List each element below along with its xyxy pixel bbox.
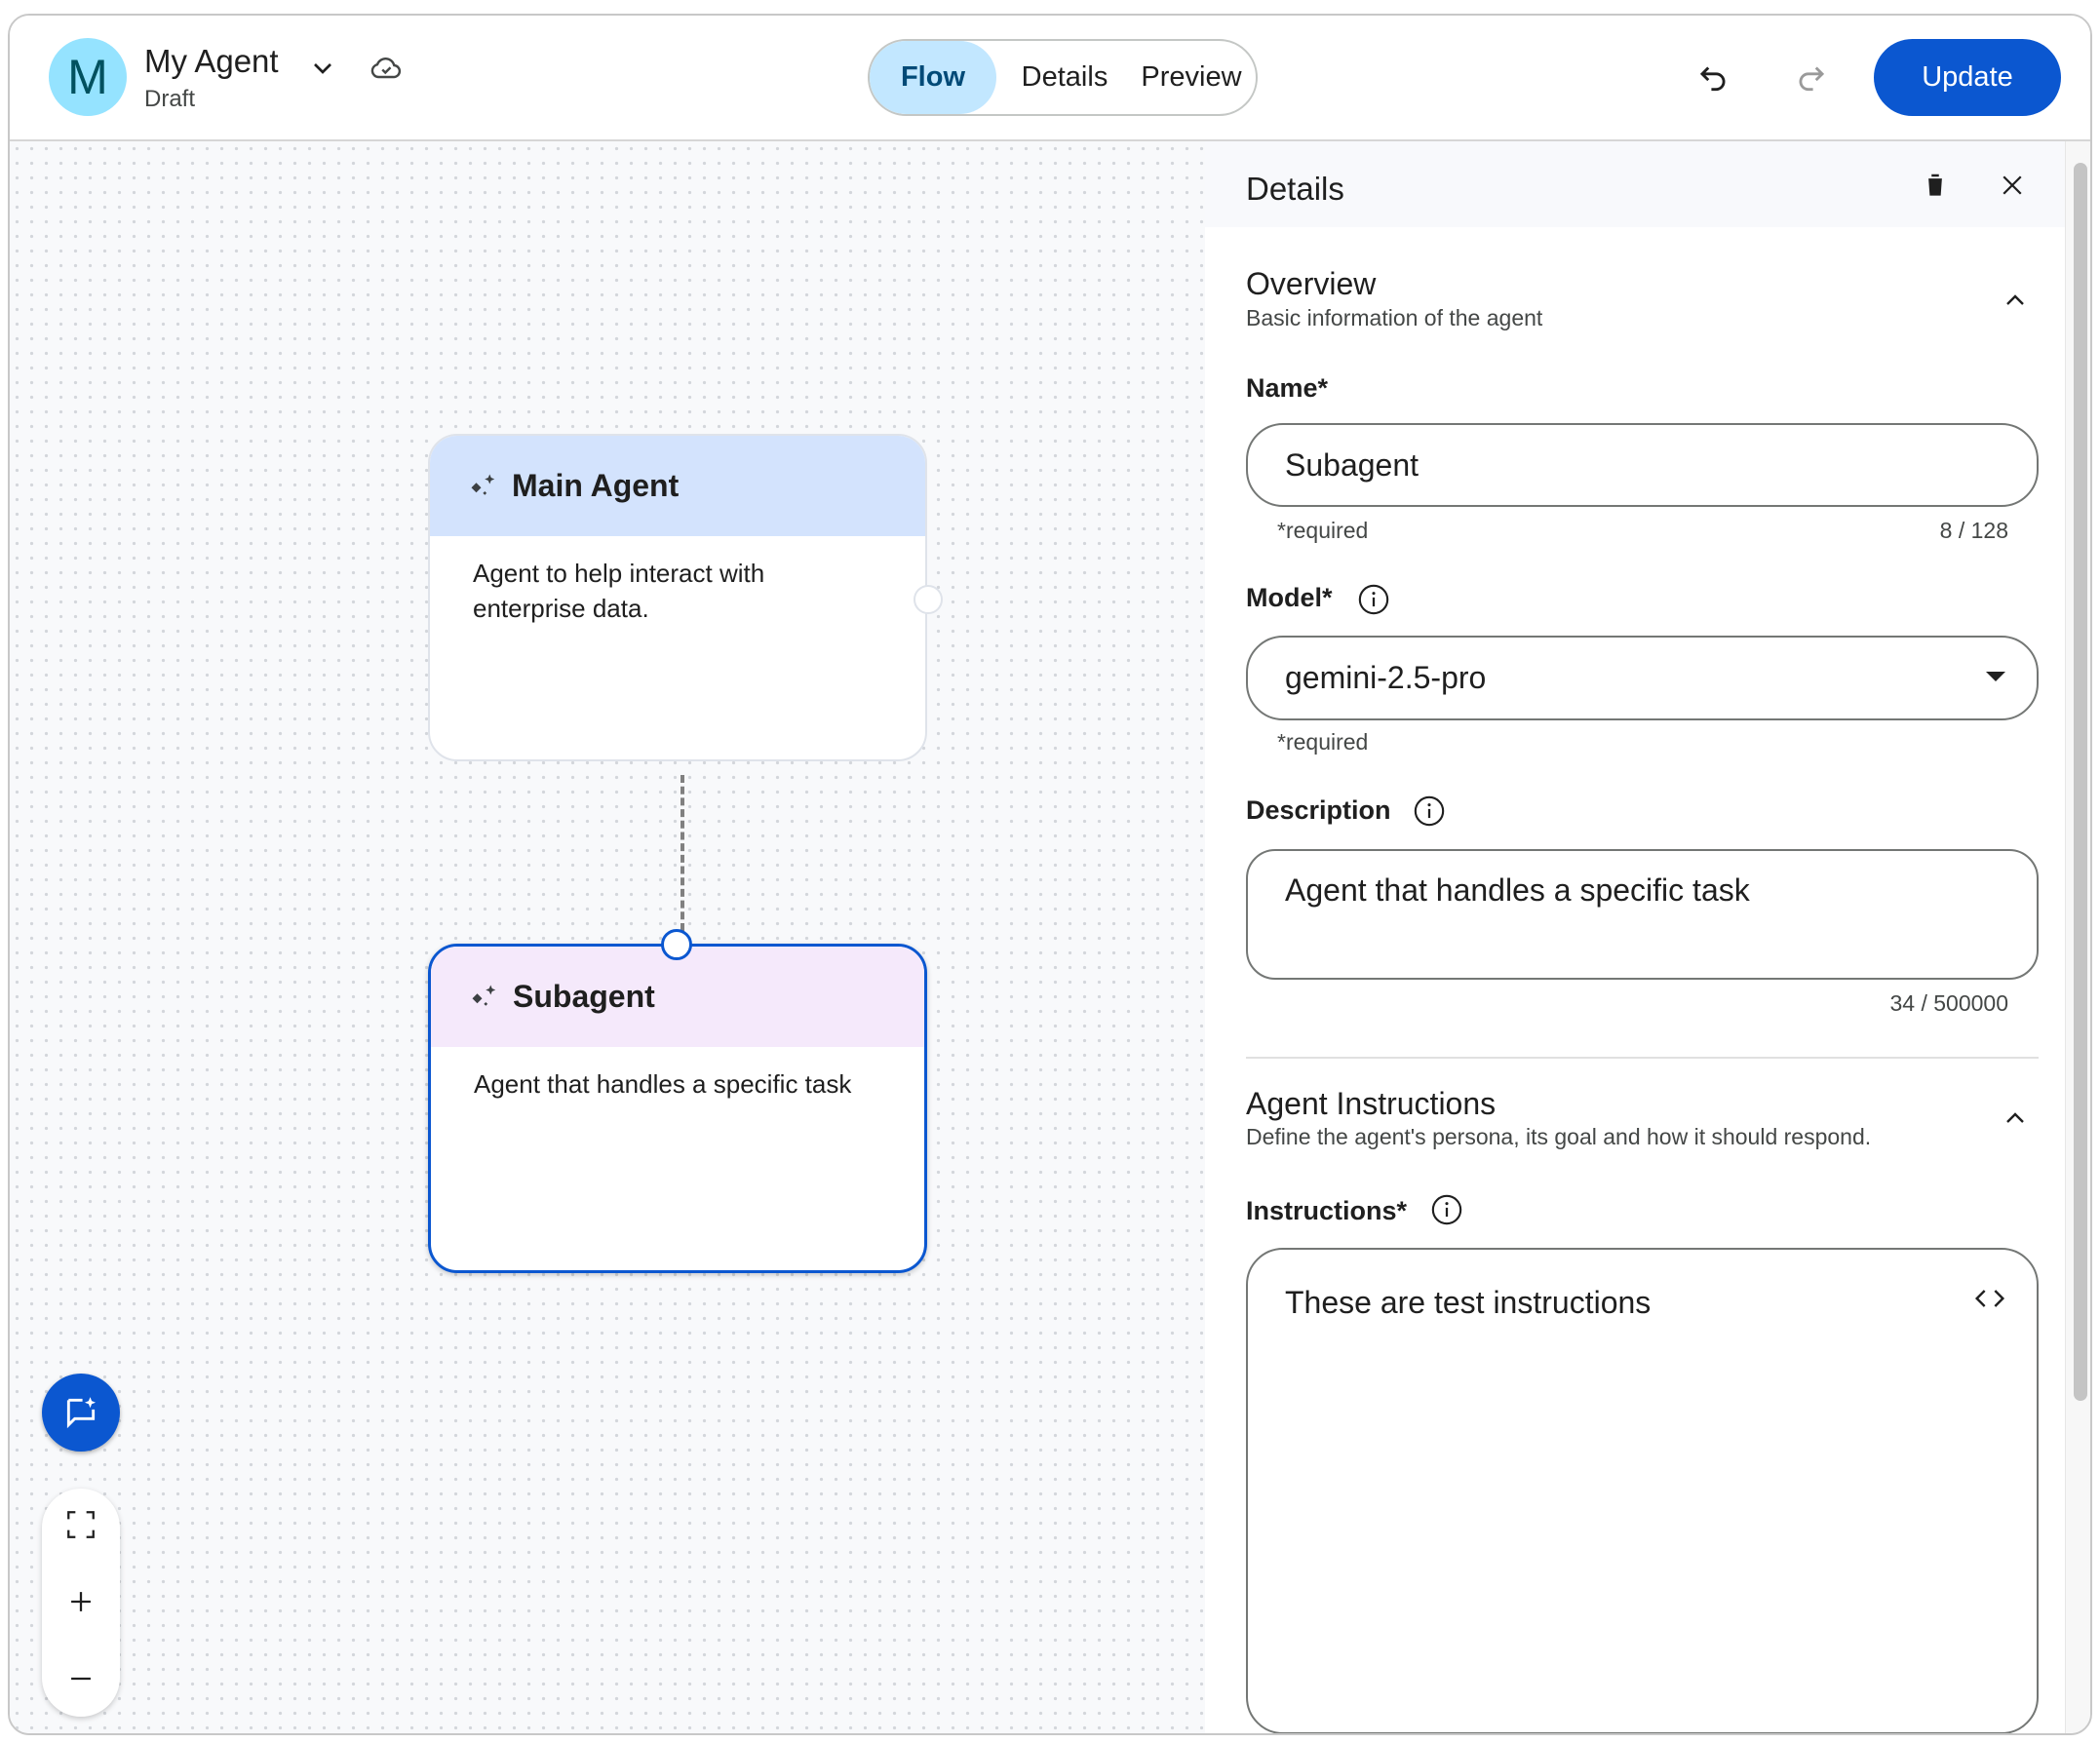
fit-view-icon[interactable] — [64, 1508, 97, 1541]
tab-preview[interactable]: Preview — [1141, 61, 1242, 93]
chevron-down-icon[interactable] — [307, 53, 338, 84]
node-description: Agent that handles a specific task — [474, 1069, 852, 1099]
description-char-count: 34 / 500000 — [1889, 990, 2008, 1016]
panel-scrollbar[interactable] — [2065, 141, 2090, 1733]
details-panel: Details Overview Basic information of th… — [1205, 141, 2065, 1733]
sparkle-icon — [469, 472, 498, 501]
model-label: Model* — [1246, 583, 1333, 612]
description-textarea[interactable]: Agent that handles a specific task — [1246, 849, 2039, 980]
info-icon[interactable] — [1357, 583, 1390, 616]
description-label: Description — [1246, 795, 1391, 825]
zoom-in-icon[interactable] — [64, 1585, 97, 1618]
panel-header: Details — [1205, 141, 2065, 227]
cloud-saved-icon — [369, 51, 404, 86]
name-char-count: 8 / 128 — [1939, 518, 2008, 543]
chevron-up-icon[interactable] — [2000, 285, 2031, 316]
info-icon[interactable] — [1413, 794, 1446, 828]
instructions-section-subtitle: Define the agent's persona, its goal and… — [1246, 1124, 1872, 1149]
connector-line — [681, 775, 684, 931]
dropdown-arrow-icon — [1984, 669, 2007, 684]
redo-icon[interactable] — [1793, 58, 1830, 96]
node-title: Subagent — [513, 979, 655, 1014]
name-label: Name* — [1246, 373, 1329, 403]
instructions-section-title: Agent Instructions — [1246, 1086, 1497, 1121]
instructions-label: Instructions* — [1246, 1196, 1408, 1225]
instructions-editor[interactable]: These are test instructions — [1246, 1248, 2039, 1733]
agent-status: Draft — [144, 86, 196, 112]
section-divider — [1246, 1057, 2039, 1059]
instructions-text: These are test instructions — [1285, 1285, 1652, 1320]
code-icon[interactable] — [1974, 1285, 2005, 1312]
avatar: M — [49, 38, 127, 116]
flow-canvas[interactable]: Main Agent Agent to help interact with e… — [10, 141, 1205, 1733]
model-select[interactable]: gemini-2.5-pro — [1246, 636, 2039, 720]
overview-title: Overview — [1246, 266, 1377, 301]
model-value: gemini-2.5-pro — [1285, 660, 1487, 695]
ai-chat-button[interactable] — [42, 1374, 120, 1452]
view-tabs: Flow Details Preview — [868, 39, 1258, 116]
node-header: Main Agent — [430, 436, 925, 536]
agent-name: My Agent — [144, 43, 279, 79]
undo-icon[interactable] — [1694, 58, 1731, 96]
tab-flow[interactable]: Flow — [870, 41, 996, 114]
close-icon[interactable] — [1998, 171, 2027, 200]
panel-title: Details — [1246, 171, 1344, 207]
node-main-agent[interactable]: Main Agent Agent to help interact with e… — [428, 434, 927, 761]
chevron-up-icon[interactable] — [2000, 1103, 2031, 1134]
scrollbar-thumb[interactable] — [2074, 163, 2087, 1401]
top-bar: M My Agent Draft Flow Details Preview Up… — [10, 16, 2090, 141]
output-handle[interactable] — [914, 585, 943, 614]
info-icon[interactable] — [1430, 1193, 1463, 1226]
input-handle[interactable] — [661, 929, 692, 960]
node-header: Subagent — [431, 947, 924, 1047]
zoom-controls — [42, 1489, 120, 1717]
app-window: M My Agent Draft Flow Details Preview Up… — [8, 14, 2092, 1735]
chat-sparkle-icon — [62, 1394, 99, 1431]
node-title: Main Agent — [512, 468, 680, 503]
name-input[interactable]: Subagent — [1246, 423, 2039, 507]
model-required-hint: *required — [1277, 729, 1369, 755]
node-description: Agent to help interact with enterprise d… — [473, 559, 765, 623]
zoom-out-icon[interactable] — [64, 1662, 97, 1695]
trash-icon[interactable] — [1921, 171, 1950, 200]
tab-details[interactable]: Details — [1021, 61, 1108, 93]
node-subagent[interactable]: Subagent Agent that handles a specific t… — [428, 944, 927, 1273]
sparkle-icon — [470, 983, 499, 1012]
overview-subtitle: Basic information of the agent — [1246, 305, 1543, 330]
update-button[interactable]: Update — [1874, 39, 2061, 116]
name-required-hint: *required — [1277, 518, 1369, 543]
